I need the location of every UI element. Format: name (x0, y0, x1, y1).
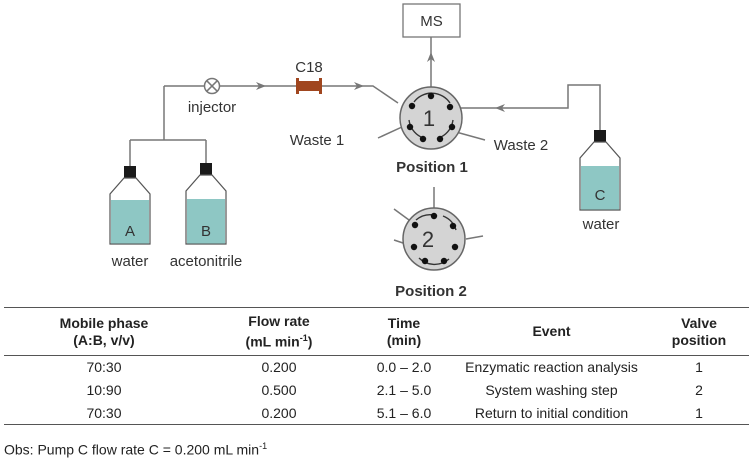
ms-label: MS (420, 13, 443, 30)
cell-flow-rate: 0.200 (261, 359, 297, 376)
bottle-a-icon (109, 166, 151, 245)
lc-ms-scheme: MS injector C18 (109, 3, 621, 300)
table-row: 10:90 0.500 2.1 – 5.0 System washing ste… (4, 379, 749, 402)
conditions-table: Mobile phase(A:B, v/v) Flow rate(mL min-… (4, 307, 749, 425)
c18-label: C18 (295, 59, 323, 76)
bottle-b-letter: B (201, 223, 211, 240)
waste-2-label: Waste 2 (494, 137, 548, 154)
flow-arrow (495, 104, 505, 112)
table-row: 70:30 0.200 5.1 – 6.0 Return to initial … (4, 402, 749, 425)
table-header-row: Mobile phase(A:B, v/v) Flow rate(mL min-… (4, 308, 749, 356)
bottle-a-letter: A (125, 223, 135, 240)
c18-column-icon (296, 78, 322, 94)
cell-time: 2.1 – 5.0 (376, 382, 432, 398)
bottle-c-icon (579, 130, 621, 211)
cell-event: Enzymatic reaction analysis (465, 359, 638, 376)
valve-2-number: 2 (422, 227, 434, 252)
tubing (129, 37, 601, 167)
cell-event: System washing step (485, 382, 618, 398)
valve-position-2 (393, 187, 484, 271)
position-1-label: Position 1 (396, 159, 468, 176)
flow-arrow (427, 52, 435, 62)
flow-arrows (256, 52, 505, 112)
flow-arrow (256, 82, 266, 90)
cell-flow-rate: 0.500 (261, 382, 297, 398)
bottle-a-label: water (111, 253, 149, 270)
cell-mobile-phase: 70:30 (86, 404, 122, 421)
injector-label: injector (188, 99, 236, 116)
col-header-mobile-phase: Mobile phase(A:B, v/v) (59, 314, 149, 348)
bottle-b-label: acetonitrile (170, 253, 243, 270)
table-row: 70:30 0.200 0.0 – 2.0 Enzymatic reaction… (4, 356, 749, 379)
col-header-time: Time(min) (386, 314, 422, 348)
bottle-b-icon (185, 163, 227, 245)
col-header-event: Event (532, 323, 571, 339)
cell-valve-position: 1 (695, 359, 703, 376)
waste-1-label: Waste 1 (290, 132, 344, 149)
pump-c-note: Obs: Pump C flow rate C = 0.200 mL min-1 (4, 441, 268, 458)
injector-icon (203, 77, 221, 95)
cell-valve-position: 1 (695, 404, 703, 421)
cell-time: 0.0 – 2.0 (376, 359, 432, 376)
flow-arrow (354, 82, 364, 90)
valve-1-number: 1 (423, 106, 435, 131)
cell-mobile-phase: 70:30 (86, 359, 122, 376)
cell-time: 5.1 – 6.0 (376, 404, 432, 421)
valve-position-1 (399, 86, 463, 150)
bottle-c-label: water (582, 216, 620, 233)
col-header-flow-rate: Flow rate(mL min-1) (245, 312, 313, 350)
cell-flow-rate: 0.200 (261, 404, 297, 421)
cell-event: Return to initial condition (474, 404, 629, 421)
ms-detector-box (402, 3, 461, 38)
bottle-c-letter: C (595, 187, 606, 204)
cell-mobile-phase: 10:90 (86, 382, 122, 398)
cell-valve-position: 2 (695, 382, 703, 398)
position-2-label: Position 2 (395, 283, 467, 300)
